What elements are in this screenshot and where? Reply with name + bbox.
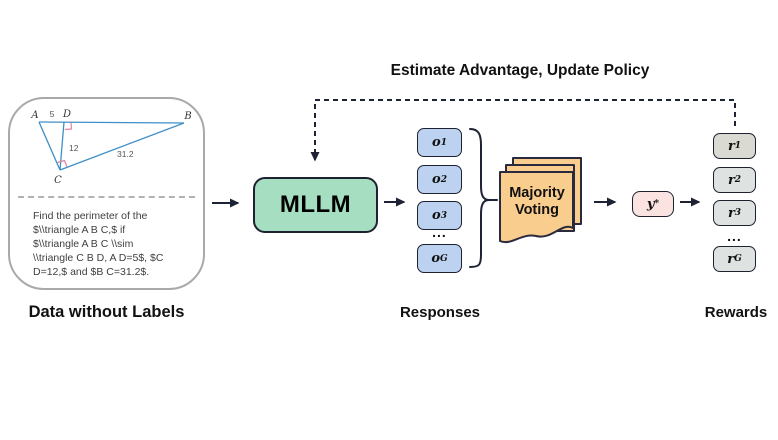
vertex-c-label: C (54, 175, 62, 186)
geometry-figure: A D B C 5 12 31.2 (30, 109, 191, 186)
card-divider (18, 196, 195, 198)
question-line: \\triangle C B D, A D=5$, $C (33, 252, 164, 264)
question-line: Find the perimeter of the (33, 210, 148, 222)
question-line: $\\triangle A B C \\sim (33, 238, 134, 250)
voting-page-front (499, 171, 574, 244)
reward-symbol: r (727, 251, 735, 267)
response-symbol: o (432, 135, 441, 150)
feedback-dashed-arrow (310, 99, 736, 162)
response-symbol: o (432, 172, 441, 187)
majority-voting-line1: Majority (509, 185, 565, 201)
vertex-b-label: B (183, 111, 191, 122)
right-angle-mark-d (64, 122, 73, 131)
question-line: $\\triangle A B C,$ if (33, 224, 126, 236)
responses-ellipsis: ... (432, 224, 447, 240)
mllm-box: MLLM (253, 177, 378, 233)
responses-caption: Responses (399, 304, 481, 321)
response-symbol: o (431, 251, 440, 266)
vertex-d-label: D (62, 109, 71, 120)
question-line: D=12,$ and $B C=31.2$. (33, 266, 150, 278)
consensus-box: y* (632, 191, 674, 217)
responses-brace (469, 128, 490, 268)
reward-symbol: r (727, 172, 735, 188)
right-angle-mark-c (57, 159, 68, 168)
rewards-ellipsis: ... (727, 228, 742, 244)
data-sample-card: A D B C 5 12 31.2 Find the perimeter of … (8, 97, 205, 290)
vertex-a-label: A (30, 110, 38, 121)
figure-line-ab (38, 121, 185, 124)
feedback-heading: Estimate Advantage, Update Policy (390, 62, 650, 79)
reward-symbol: r (727, 205, 735, 221)
figure-line-ac (38, 121, 61, 171)
figure-line-cb (59, 122, 185, 171)
length-cd-label: 12 (69, 143, 79, 153)
figure-line-dc (59, 121, 65, 171)
length-ad-label: 5 (50, 109, 55, 119)
response-symbol: o (432, 208, 441, 223)
reward-symbol: r (727, 138, 735, 154)
majority-voting-line2: Voting (514, 202, 560, 218)
consensus-symbol: y (646, 196, 655, 212)
data-caption: Data without Labels (28, 303, 185, 321)
length-bc-label: 31.2 (117, 149, 134, 159)
majority-voting-label: Majority Voting (499, 185, 575, 219)
question-text: Find the perimeter of the $\\triangle A … (33, 209, 195, 279)
rewards-caption: Rewards (704, 304, 768, 321)
